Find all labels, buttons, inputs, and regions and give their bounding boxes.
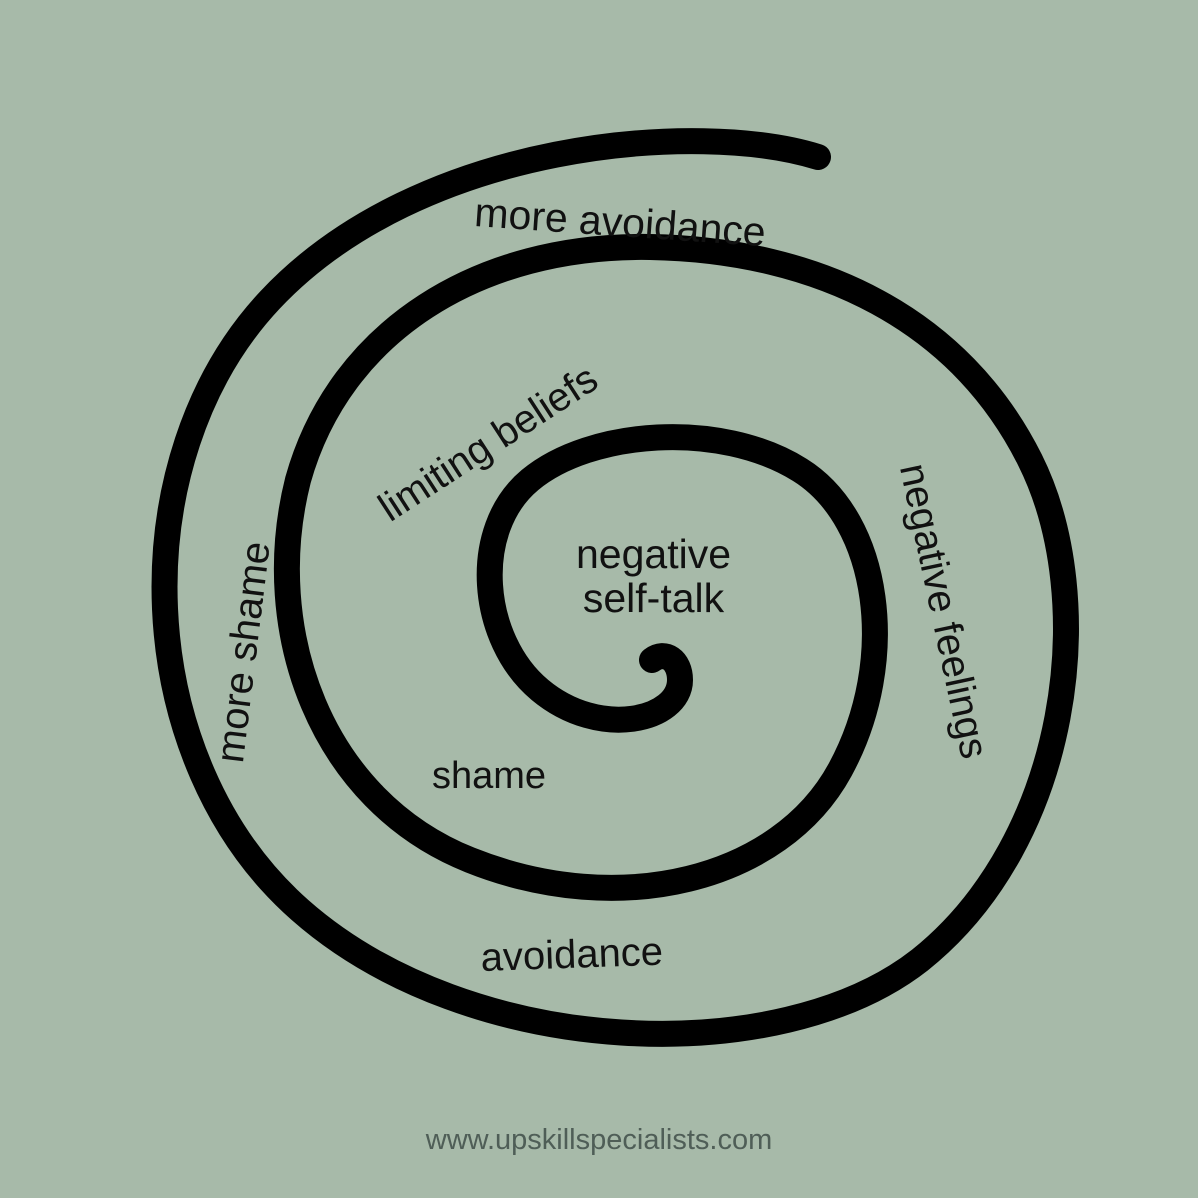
label-center-line1: negative bbox=[576, 531, 732, 577]
label-avoidance: avoidance bbox=[479, 929, 664, 980]
spiral-outer-arm bbox=[151, 128, 1079, 1047]
label-center-line2: self-talk bbox=[582, 575, 725, 622]
label-shame: shame bbox=[432, 755, 547, 797]
footer-url: www.upskillspecialists.com bbox=[425, 1124, 773, 1156]
label-negative-self-talk: negative self-talk bbox=[576, 532, 731, 621]
